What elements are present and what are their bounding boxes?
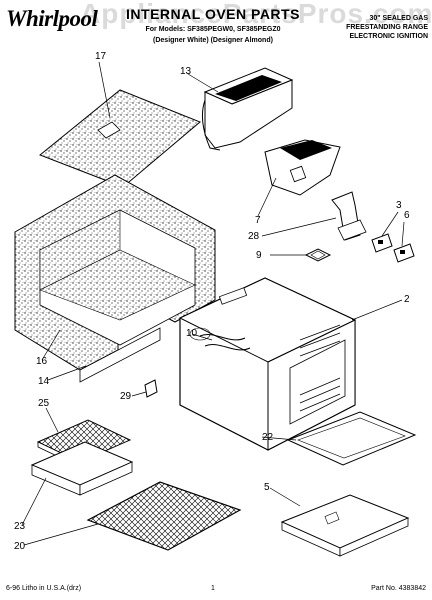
litho-note: 6-96 Litho in U.S.A.(drz) (6, 585, 82, 592)
callout-2: 2 (404, 294, 410, 305)
callout-13: 13 (180, 66, 192, 77)
callout-29: 29 (120, 391, 132, 402)
page-number: 1 (211, 585, 215, 592)
part-burner-box (264, 139, 341, 196)
part-oven-insulation (14, 174, 216, 383)
range-line-3: ELECTRONIC IGNITION (349, 33, 428, 40)
part-bracket (331, 191, 367, 241)
part-top-insulation (39, 89, 201, 188)
part-oven-bottom (286, 411, 417, 466)
part-oven-cavity (178, 277, 357, 451)
part-oven-vent (201, 67, 294, 151)
model-line: For Models: SF385PEGW0, SF385PEGZ0 (145, 26, 281, 33)
callout-23: 23 (14, 521, 26, 532)
range-line-1: 30" SEALED GAS (369, 15, 428, 22)
part-number: Part No. 4383842 (371, 585, 426, 592)
callout-28: 28 (248, 231, 260, 242)
range-description: 30" SEALED GAS FREESTANDING RANGE ELECTR… (318, 14, 428, 41)
part-clip (144, 379, 158, 398)
callout-17: 17 (95, 51, 107, 62)
part-plate-6 (393, 243, 415, 263)
whirlpool-logo: Whirlpool (6, 6, 98, 31)
callout-6: 6 (404, 210, 410, 221)
part-gasket (304, 248, 332, 262)
callout-7: 7 (255, 215, 261, 226)
part-broil-pan (30, 441, 134, 496)
range-line-2: FREESTANDING RANGE (346, 24, 428, 31)
part-plate-3 (371, 233, 393, 253)
watermark: AppliancePartsPros.com (80, 0, 432, 29)
callout-5: 5 (264, 482, 270, 493)
callout-3: 3 (396, 200, 402, 211)
part-burner-tray (280, 494, 410, 557)
page-title: INTERNAL OVEN PARTS (126, 6, 300, 22)
color-line: (Designer White) (Designer Almond) (153, 37, 273, 44)
callout-9: 9 (256, 250, 262, 261)
callout-14: 14 (38, 376, 50, 387)
callout-16: 16 (36, 356, 48, 367)
callout-25: 25 (38, 398, 50, 409)
part-oven-rack (86, 481, 242, 551)
callout-22: 22 (262, 432, 274, 443)
callout-20: 20 (14, 541, 26, 552)
callout-10: 10 (186, 328, 198, 339)
callout-ring-10 (189, 327, 211, 341)
leader-lines (21, 61, 405, 546)
